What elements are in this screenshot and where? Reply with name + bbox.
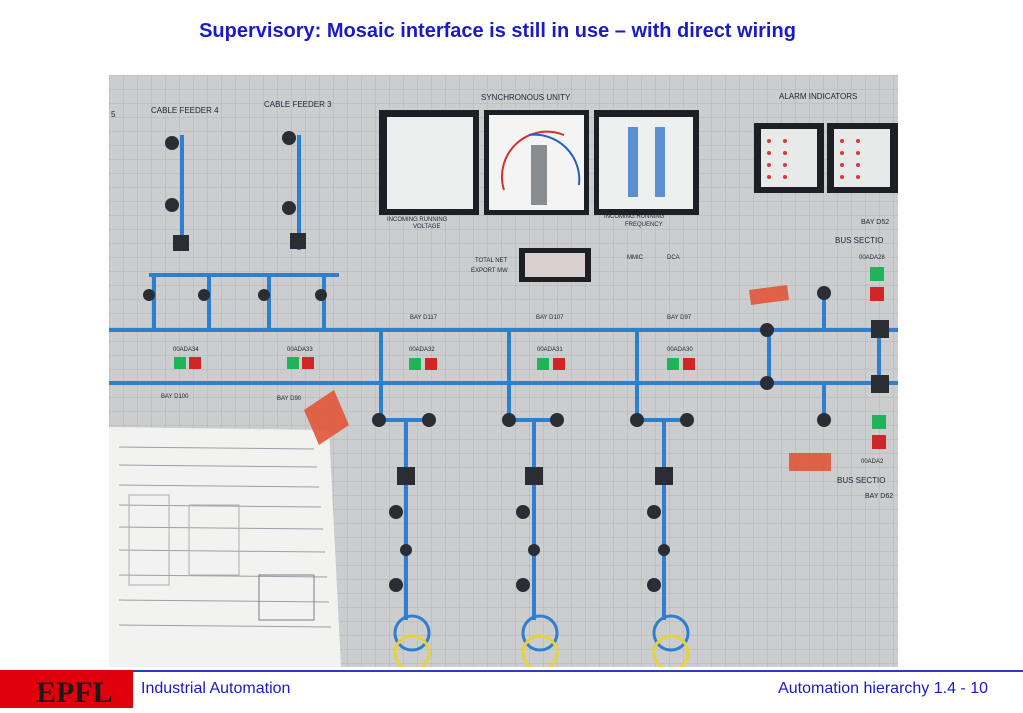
label-ada-bottom: 00ADA2: [861, 459, 884, 465]
label-mimic: MMIC: [627, 255, 644, 261]
slide-title: Supervisory: Mosaic interface is still i…: [199, 20, 796, 42]
label-ada31: 00ADA31: [537, 347, 563, 353]
label-export-mw: EXPORT MW: [471, 268, 508, 274]
label-bay-d100: BAY D100: [161, 394, 189, 400]
label-bay-d97: BAY D97: [667, 315, 692, 321]
label-frequency: FREQUENCY: [625, 222, 663, 228]
epfl-logo: EPFL: [0, 670, 133, 709]
label-total-net: TOTAL NET: [475, 258, 508, 264]
label-bay-d117: BAY D117: [410, 315, 438, 321]
label-voltage: VOLTAGE: [413, 224, 440, 230]
label-dca: DCA: [667, 255, 680, 261]
footer-page-info: Automation hierarchy 1.4 - 10: [778, 680, 988, 697]
label-ada33: 00ADA33: [287, 347, 313, 353]
label-bus-section-top: BUS SECTIO: [835, 236, 883, 245]
label-alarm-indicators: ALARM INDICATORS: [779, 92, 857, 101]
label-cable-feeder-3: CABLE FEEDER 3: [264, 100, 332, 109]
label-synchronous-unity: SYNCHRONOUS UNITY: [481, 93, 571, 102]
label-bay-d52: BAY D52: [861, 219, 889, 226]
label-ada34: 00ADA34: [173, 347, 199, 353]
label-bay-d90: BAY D90: [277, 396, 302, 402]
label-5: 5: [111, 110, 116, 119]
label-incoming-running-frequency: INCOMING RUNNING: [604, 214, 665, 220]
label-cable-feeder-4: CABLE FEEDER 4: [151, 106, 219, 115]
epfl-logo-text: EPFL: [36, 676, 113, 708]
footer-divider: [133, 670, 1023, 672]
label-ada28: 00ADA28: [859, 255, 885, 261]
label-bay-d62: BAY D62: [865, 493, 893, 500]
label-bay-d107: BAY D107: [536, 315, 564, 321]
mosaic-panel-image: 5 CABLE FEEDER 4 CABLE FEEDER 3 SYNCHRON…: [109, 75, 898, 667]
label-ada32: 00ADA32: [409, 347, 435, 353]
paper-schematic: [109, 427, 341, 667]
label-incoming-running-voltage: INCOMING RUNNING: [387, 217, 448, 223]
label-ada30: 00ADA30: [667, 347, 693, 353]
footer-course-name: Industrial Automation: [141, 680, 291, 697]
label-bus-section-bottom: BUS SECTIO: [837, 476, 885, 485]
control-panel-photo: 5 CABLE FEEDER 4 CABLE FEEDER 3 SYNCHRON…: [109, 75, 898, 667]
